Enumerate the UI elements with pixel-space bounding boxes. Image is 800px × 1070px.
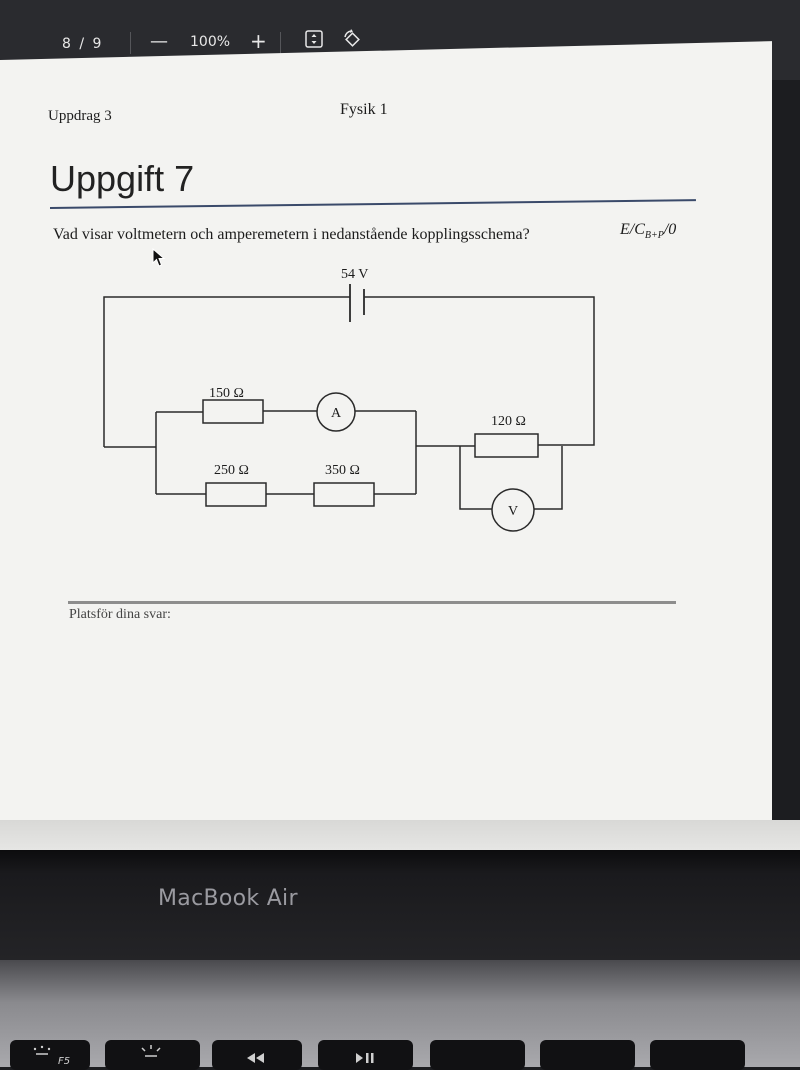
resistor-120: [474, 433, 539, 458]
mouse-cursor-icon: [152, 248, 166, 267]
page-bottom-edge: [0, 820, 800, 850]
zoom-out-button[interactable]: —: [150, 31, 168, 52]
resistor-350: [313, 482, 375, 507]
question-text: Vad visar voltmetern och amperemetern i …: [53, 226, 530, 243]
resistor-250-label: 250 Ω: [214, 463, 249, 478]
grade-code-main: E/C: [620, 221, 645, 238]
circuit-diagram: 54 V 150 Ω 250 Ω 350 Ω 120 Ω A V: [103, 267, 595, 532]
page-title: Uppgift 7: [50, 158, 195, 199]
ammeter-symbol: [316, 392, 356, 432]
fit-page-icon[interactable]: [305, 30, 323, 48]
keyboard-backlight-up-icon: [141, 1045, 161, 1057]
voltmeter-label: V: [508, 504, 518, 519]
key-f6[interactable]: [105, 1040, 200, 1070]
grade-code: E/CB+P/0: [620, 221, 676, 241]
rotate-icon[interactable]: [342, 29, 362, 49]
key-f8[interactable]: [318, 1040, 413, 1070]
answer-divider: [68, 601, 676, 604]
resistor-150-label: 150 Ω: [209, 386, 244, 401]
document-content: Uppdrag 3 Fysik 1 Uppgift 7 Vad visar vo…: [48, 101, 696, 622]
toolbar-divider: [130, 32, 131, 54]
page-total: 9: [92, 36, 102, 52]
toolbar-divider: [280, 32, 281, 54]
page-current[interactable]: 8: [62, 36, 71, 52]
header-subject: Fysik 1: [340, 101, 388, 118]
battery-label: 54 V: [341, 267, 368, 282]
key-f9[interactable]: [430, 1040, 525, 1070]
key-f10[interactable]: [540, 1040, 635, 1070]
laptop-brand: MacBook Air: [158, 886, 298, 911]
rewind-icon: [247, 1053, 264, 1063]
grade-code-suffix: /0: [663, 221, 677, 238]
grade-code-sub: B+P: [644, 230, 664, 242]
key-f5[interactable]: F5: [10, 1040, 90, 1070]
battery-symbol: [349, 284, 365, 322]
voltmeter-symbol: [491, 488, 535, 532]
header-assignment: Uppdrag 3: [48, 108, 112, 124]
key-f5-label: F5: [58, 1056, 71, 1067]
page-separator: /: [79, 36, 85, 52]
key-f7[interactable]: [212, 1040, 302, 1070]
zoom-in-button[interactable]: +: [250, 29, 267, 53]
resistor-250: [205, 482, 267, 507]
resistor-150: [202, 399, 264, 424]
ammeter-label: A: [331, 406, 342, 421]
zoom-level[interactable]: 100%: [190, 34, 231, 50]
keyboard-backlight-down-icon: [33, 1045, 51, 1055]
laptop-bezel: [0, 850, 800, 970]
resistor-350-label: 350 Ω: [325, 463, 360, 478]
answer-label: Platsför dina svar:: [69, 607, 171, 622]
circuit-wires: [103, 296, 595, 510]
page-indicator[interactable]: 8 / 9: [62, 36, 101, 52]
key-f11[interactable]: [650, 1040, 745, 1070]
play-pause-icon: [356, 1053, 374, 1063]
resistor-120-label: 120 Ω: [491, 414, 526, 429]
